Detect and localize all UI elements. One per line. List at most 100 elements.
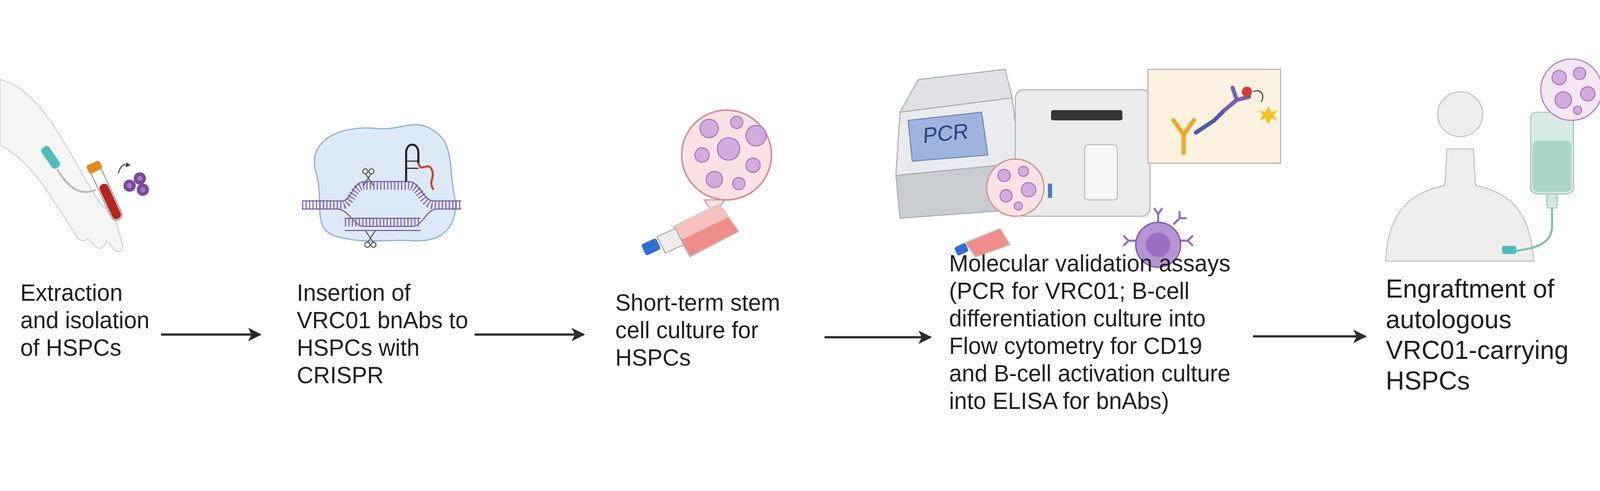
crispr-illustration [365,230,376,243]
culture-flask-illustration [694,147,710,163]
culture-flask-illustration [705,171,723,188]
crispr-illustration [405,161,419,169]
culture-flask-illustration [673,203,729,240]
crispr-illustration [405,144,419,182]
lab-equipment-illustration [1084,144,1118,200]
crispr-illustration [370,242,376,248]
crispr-illustration [302,185,462,206]
step-label: Engraftment of autologous VRC01-carrying… [1385,273,1589,397]
crispr-illustration [345,218,421,231]
screen-label: PCR [922,118,969,148]
patient-illustration [1546,193,1558,209]
culture-flask-illustration [681,110,772,200]
arm-illustration [133,172,146,185]
arm-illustration [97,182,123,221]
flow-arrow [161,333,261,337]
flow-arrow [824,336,931,339]
lab-equipment-illustration [1051,110,1123,121]
arm-illustration [0,79,149,252]
patient-illustration [1573,106,1582,115]
crispr-illustration [302,124,462,248]
lab-equipment-illustration [1258,106,1278,125]
culture-flask-illustration [640,237,661,256]
step-label: Insertion of VRC01 bnAbs to HSPCs with C… [296,279,470,390]
culture-flask-illustration [717,137,740,161]
lab-equipment-illustration [986,159,1044,217]
crispr-illustration [364,242,370,248]
lab-equipment-illustration [1253,90,1264,102]
patient-illustration [1573,67,1586,80]
arm-illustration [125,162,131,168]
lab-equipment-illustration [1173,87,1249,154]
patient-illustration [1514,207,1553,251]
arm-illustration [0,79,123,252]
patient-illustration [1532,140,1572,192]
arm-illustration [39,144,62,171]
crispr-illustration [362,168,368,174]
crispr-illustration [418,163,434,190]
lab-equipment-illustration [997,169,1010,182]
patient-illustration [1552,70,1567,85]
patient-illustration [1385,59,1600,262]
lab-equipment-illustration [1018,166,1029,177]
lab-equipment-illustration [1021,182,1036,198]
lab-equipment-illustration [1173,120,1194,153]
crispr-illustration [302,181,462,202]
step-text: Extraction and isolation of HSPCs [20,279,154,362]
culture-flask-illustration [700,119,719,139]
culture-flask-illustration [694,116,766,190]
arm-illustration [140,187,146,193]
culture-flask-illustration [730,116,743,129]
patient-illustration [1530,112,1574,194]
lab-equipment-illustration [1173,211,1187,225]
culture-flask-illustration [640,110,772,258]
lab-equipment-illustration [1123,235,1136,247]
arm-illustration [137,175,143,181]
step-text: Molecular validation assays (PCR for VRC… [949,249,1243,415]
flow-arrow [1253,335,1366,338]
culture-flask-illustration [673,203,739,258]
lab-equipment-illustration [1180,235,1193,247]
culture-flask-illustration [746,125,767,146]
step-label: Molecular validation assays (PCR for VRC… [949,249,1243,415]
step-text: Short-term stem cell culture for HSPCs [615,289,814,372]
patient-illustration [1540,59,1600,121]
lab-equipment-illustration [1195,110,1225,133]
culture-flask-illustration [657,228,684,254]
patient-illustration [1580,86,1596,102]
crispr-illustration [345,218,421,227]
lab-equipment-illustration [1047,183,1052,199]
culture-flask-illustration [746,158,761,173]
lab-equipment-illustration [1000,189,1013,203]
patient-illustration [1385,148,1534,262]
lab-equipment-illustration [1241,86,1253,97]
arm-illustration [85,160,103,175]
crispr-illustration [368,168,374,174]
lab-equipment-illustration [895,69,1281,268]
arm-illustration [89,165,124,222]
lab-equipment-illustration [908,112,988,162]
crispr-illustration [363,173,374,186]
arm-illustration [136,183,149,196]
step-text: Engraftment of autologous VRC01-carrying… [1385,273,1589,397]
arm-illustration [127,183,133,189]
patient-illustration [1552,67,1596,115]
lab-equipment-illustration [997,166,1036,211]
step-text: Insertion of VRC01 bnAbs to HSPCs with C… [296,279,470,390]
lab-equipment-illustration [1153,207,1162,223]
crispr-illustration [362,168,376,248]
flow-arrow [474,333,584,337]
patient-illustration [1554,92,1572,109]
patient-illustration [1437,92,1483,138]
lab-equipment-illustration [1014,202,1023,211]
lab-equipment-illustration [1148,69,1281,164]
step-label: Short-term stem cell culture for HSPCs [615,289,814,372]
step-label: Extraction and isolation of HSPCs [20,279,154,362]
arm-illustration [123,179,136,192]
illustration-layer [0,59,1600,268]
patient-illustration [1502,245,1517,254]
